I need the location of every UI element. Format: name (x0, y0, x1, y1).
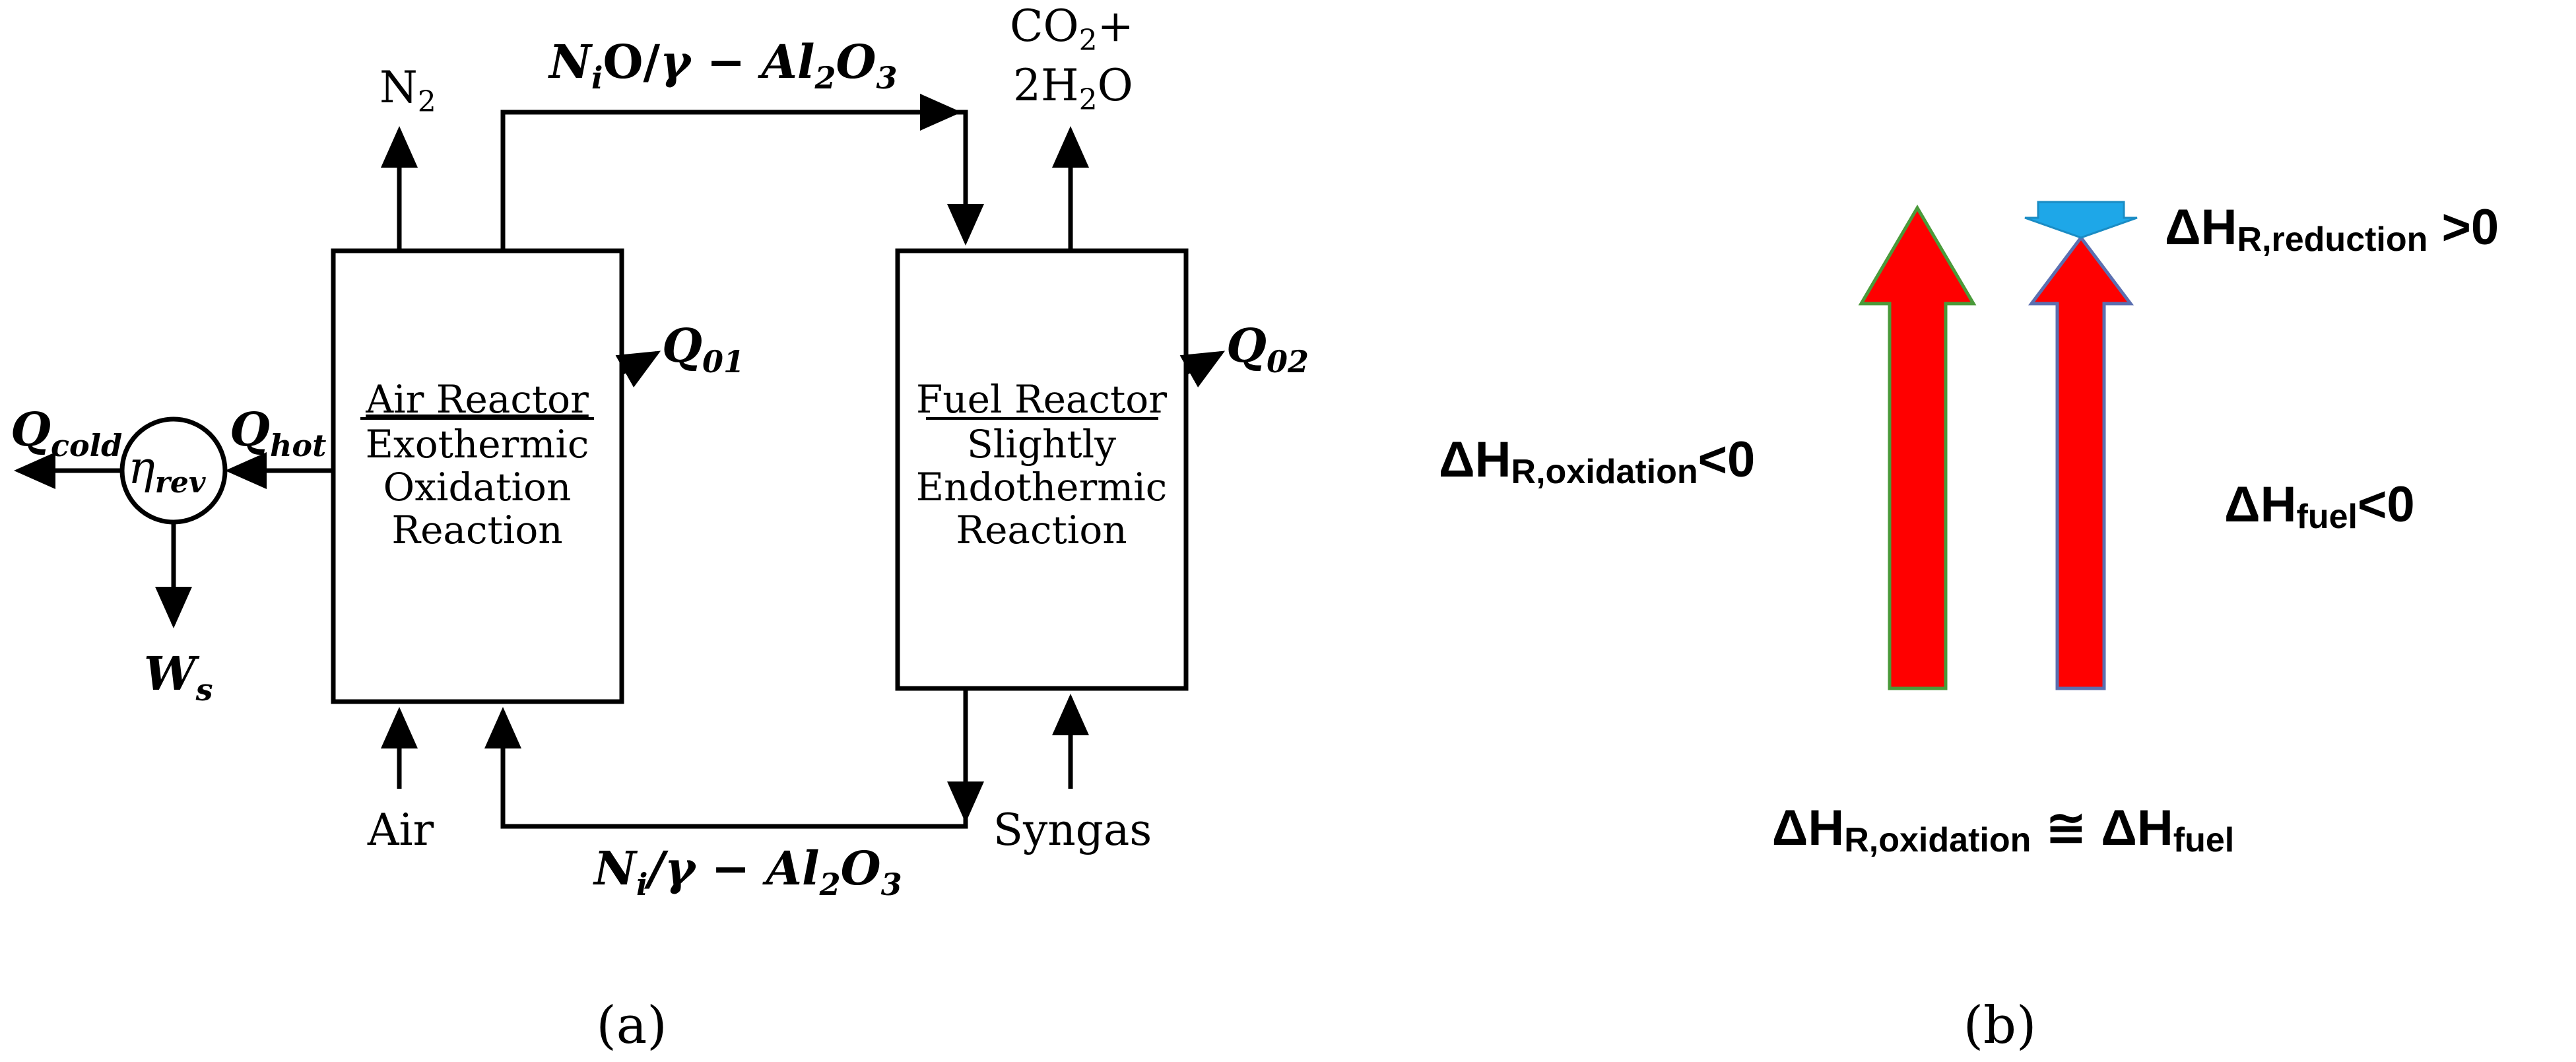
bottom-stream-label: Ni/γ − Al2O3 (593, 841, 902, 902)
fuel-reactor-box (895, 248, 1189, 691)
dh-fuel-label: ΔHfuel<0 (2224, 477, 2415, 536)
top-stream-label: NiO/γ − Al2O3 (548, 34, 898, 96)
eta-label: ηrev (128, 442, 206, 500)
air-reactor-title: Air Reactor (365, 377, 589, 422)
fuel-reactor-line2: Endothermic (916, 465, 1167, 510)
panel-b: ΔHR,reduction >0 ΔHR,oxidation<0 ΔHfuel<… (1439, 199, 2499, 1055)
q01-label: Q01 (662, 318, 744, 380)
air-reactor-line1: Exothermic (366, 422, 589, 467)
air-reactor-box (331, 248, 624, 704)
qhot-label: Qhot (230, 402, 326, 463)
top-loop-line (500, 110, 984, 251)
dh-oxidation-label: ΔHR,oxidation<0 (1439, 432, 1755, 491)
reduction-arrow (2024, 201, 2138, 239)
fuel-reactor-line3: Reaction (956, 508, 1127, 552)
qcold-label: Qcold (11, 402, 122, 463)
syngas-label: Syngas (993, 805, 1152, 855)
ws-label: Ws (144, 646, 213, 708)
air-reactor-line3: Reaction (391, 508, 562, 552)
n2-label: N2 (380, 62, 436, 119)
air-reactor-line2: Oxidation (383, 465, 572, 510)
air-label: Air (367, 805, 434, 855)
fuel-arrow (2028, 234, 2134, 690)
dh-reduction-label: ΔHR,reduction >0 (2165, 199, 2499, 259)
fuel-reactor-line1: Slightly (967, 422, 1116, 467)
q02-arrow (1179, 350, 1226, 387)
fuel-reactor-title: Fuel Reactor (916, 377, 1167, 422)
h2o-label: 2H2O (1013, 60, 1133, 117)
bottom-loop-line (484, 688, 968, 829)
q01-arrow (615, 350, 661, 387)
caption-a: (a) (596, 996, 667, 1055)
panel-a: Air Reactor Exothermic Oxidation Reactio… (11, 1, 1309, 1055)
co2-label: CO2+ (1010, 1, 1134, 57)
equality-label: ΔHR,oxidation ≅ ΔHfuel (1772, 800, 2235, 859)
oxidation-arrow (1858, 205, 1977, 690)
caption-b: (b) (1964, 996, 2037, 1055)
q02-label: Q02 (1226, 318, 1309, 380)
